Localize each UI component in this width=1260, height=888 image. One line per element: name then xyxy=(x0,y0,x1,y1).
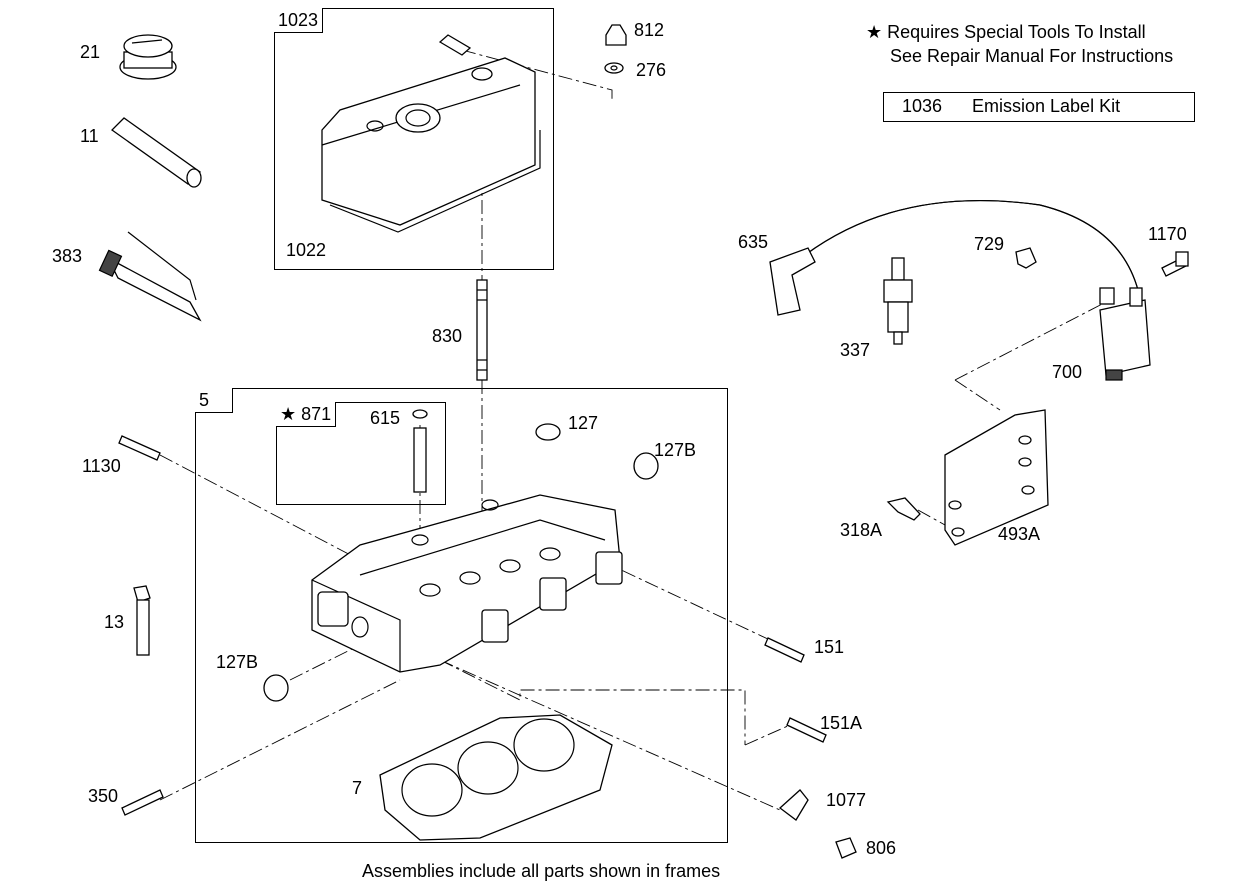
nut-part xyxy=(605,24,627,46)
rocker-cover-part xyxy=(321,34,541,233)
part-label-830: 830 xyxy=(432,326,463,346)
special-tools-note: ★ Requires Special Tools To Install xyxy=(866,22,1146,42)
part-label-7: 7 xyxy=(352,778,363,798)
part-label-729: 729 xyxy=(974,234,1005,254)
kit-number: 1036 xyxy=(902,96,943,116)
rocker-cover-frame xyxy=(274,8,554,270)
part-label-1022: 1022 xyxy=(286,240,327,260)
kit-label: Emission Label Kit xyxy=(972,96,1121,116)
part-label-1170: 1170 xyxy=(1148,224,1187,244)
bracket-part xyxy=(944,409,1049,546)
bolt-13-part xyxy=(133,585,151,656)
oil-fill-cap-part xyxy=(119,34,177,80)
part-label-151: 151 xyxy=(814,637,845,657)
screw-1170-part xyxy=(1161,251,1189,277)
part-label-1077: 1077 xyxy=(826,790,867,810)
part-label-13: 13 xyxy=(104,612,125,632)
spark-plug-part xyxy=(883,257,913,345)
part-label-276: 276 xyxy=(636,60,667,80)
assemblies-footnote: Assemblies include all parts shown in fr… xyxy=(362,861,721,881)
spark-plug-wire-part xyxy=(769,200,1139,316)
stud-151-part xyxy=(764,637,805,663)
part-label-635: 635 xyxy=(738,232,769,252)
part-label-700: 700 xyxy=(1052,362,1083,382)
clamp-part xyxy=(778,789,809,821)
valve-guide-frame-label: ★ 871 xyxy=(276,402,337,427)
part-label-11: 11 xyxy=(80,126,99,146)
solenoid-part xyxy=(98,231,202,322)
valve-guide-frame xyxy=(276,402,446,505)
part-label-127: 127 xyxy=(568,413,599,433)
part-label-812: 812 xyxy=(634,20,665,40)
valve-guide-part xyxy=(412,409,428,493)
tube-part xyxy=(110,117,202,188)
rocker-cover-frame-label: 1023 xyxy=(274,8,324,33)
part-label-127b-left: 127B xyxy=(216,652,259,672)
plug-127-part xyxy=(535,423,561,441)
part-label-350: 350 xyxy=(88,786,119,806)
stud-151a-part xyxy=(786,717,827,743)
cylinder-head-frame-label: 5 xyxy=(195,388,233,413)
cylinder-head-frame xyxy=(195,388,728,843)
plug-127b-part xyxy=(263,452,659,702)
part-label-806: 806 xyxy=(866,838,897,858)
bolt-318a-part xyxy=(886,497,921,521)
ignition-coil-part xyxy=(1099,287,1151,381)
part-label-615: 615 xyxy=(370,408,401,428)
cylinder-head-part xyxy=(311,494,623,673)
emission-label-kit-box: 1036 Emission Label Kit xyxy=(883,92,1195,122)
part-label-493a: 493A xyxy=(998,524,1041,544)
part-label-127b-top: 127B xyxy=(654,440,697,460)
part-label-318a: 318A xyxy=(840,520,883,540)
part-label-383: 383 xyxy=(52,246,83,266)
part-label-337: 337 xyxy=(840,340,871,360)
washer-part xyxy=(604,62,624,74)
part-label-151a: 151A xyxy=(820,713,863,733)
stud-part xyxy=(476,279,488,381)
bolt-806-part xyxy=(835,837,857,859)
part-label-1130: 1130 xyxy=(82,456,121,476)
stud-1130-part xyxy=(118,435,161,461)
head-gasket-part xyxy=(379,714,613,841)
stud-350-part xyxy=(121,789,164,816)
part-label-21: 21 xyxy=(80,42,101,62)
repair-manual-note: See Repair Manual For Instructions xyxy=(890,46,1174,66)
clip-part xyxy=(1015,247,1037,269)
